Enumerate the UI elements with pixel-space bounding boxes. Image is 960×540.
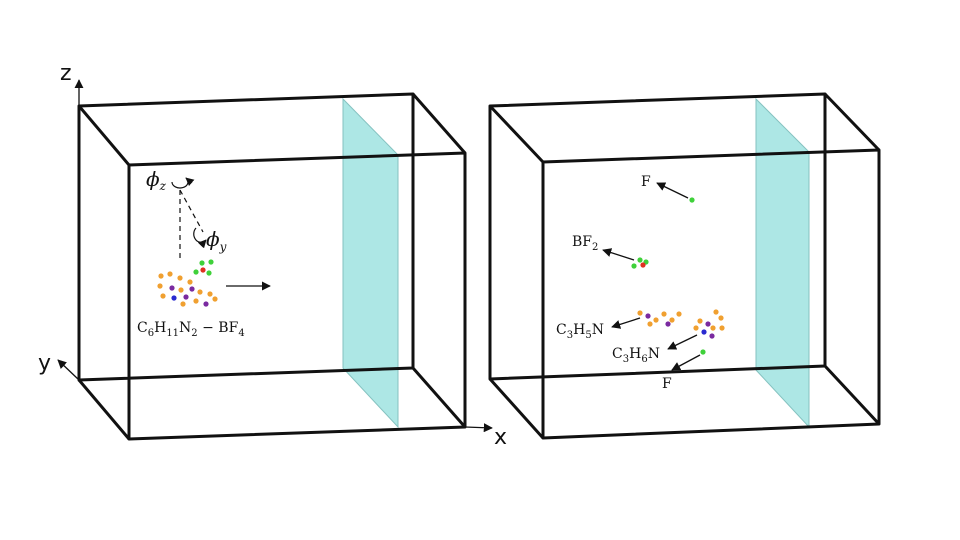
phi-y-label: ϕy [206,227,227,254]
y-axis-label: y [38,351,51,376]
fragment-c3h6n-label: C3H6N [612,346,660,365]
left-simulation-box [77,92,467,441]
right-simulation-box [488,92,881,440]
x-axis-arrow [464,423,493,433]
coordinate-axes: z y x [38,61,507,450]
fragment-f-bottom: F [662,349,706,392]
left-molecule-cluster [157,259,218,307]
right-boundary-plane [755,97,810,429]
fragment-bf2: BF2 [572,234,649,269]
fragment-f-top-label: F [641,174,651,190]
left-boundary-plane [342,97,399,429]
rotation-z-icon [171,177,195,189]
fragment-c3h5n: C3H5N [556,310,682,341]
rotation-annotations: ϕz ϕy [146,167,227,258]
left-front-face [127,151,467,441]
right-front-face [541,148,881,440]
fragment-c3h5n-label: C3H5N [556,322,604,341]
molecule-formula-label: C6H11N2 − BF4 [137,320,245,339]
fragment-f-top: F [641,174,695,203]
fragment-bf2-label: BF2 [572,234,598,253]
x-axis-label: x [494,425,507,450]
z-axis-label: z [60,61,72,86]
fragment-c3h6n: C3H6N [612,309,725,365]
rotation-y-icon [193,227,207,249]
fragment-f-bottom-label: F [662,376,672,392]
y-axis-arrow [57,359,80,381]
phi-z-label: ϕz [146,167,167,193]
